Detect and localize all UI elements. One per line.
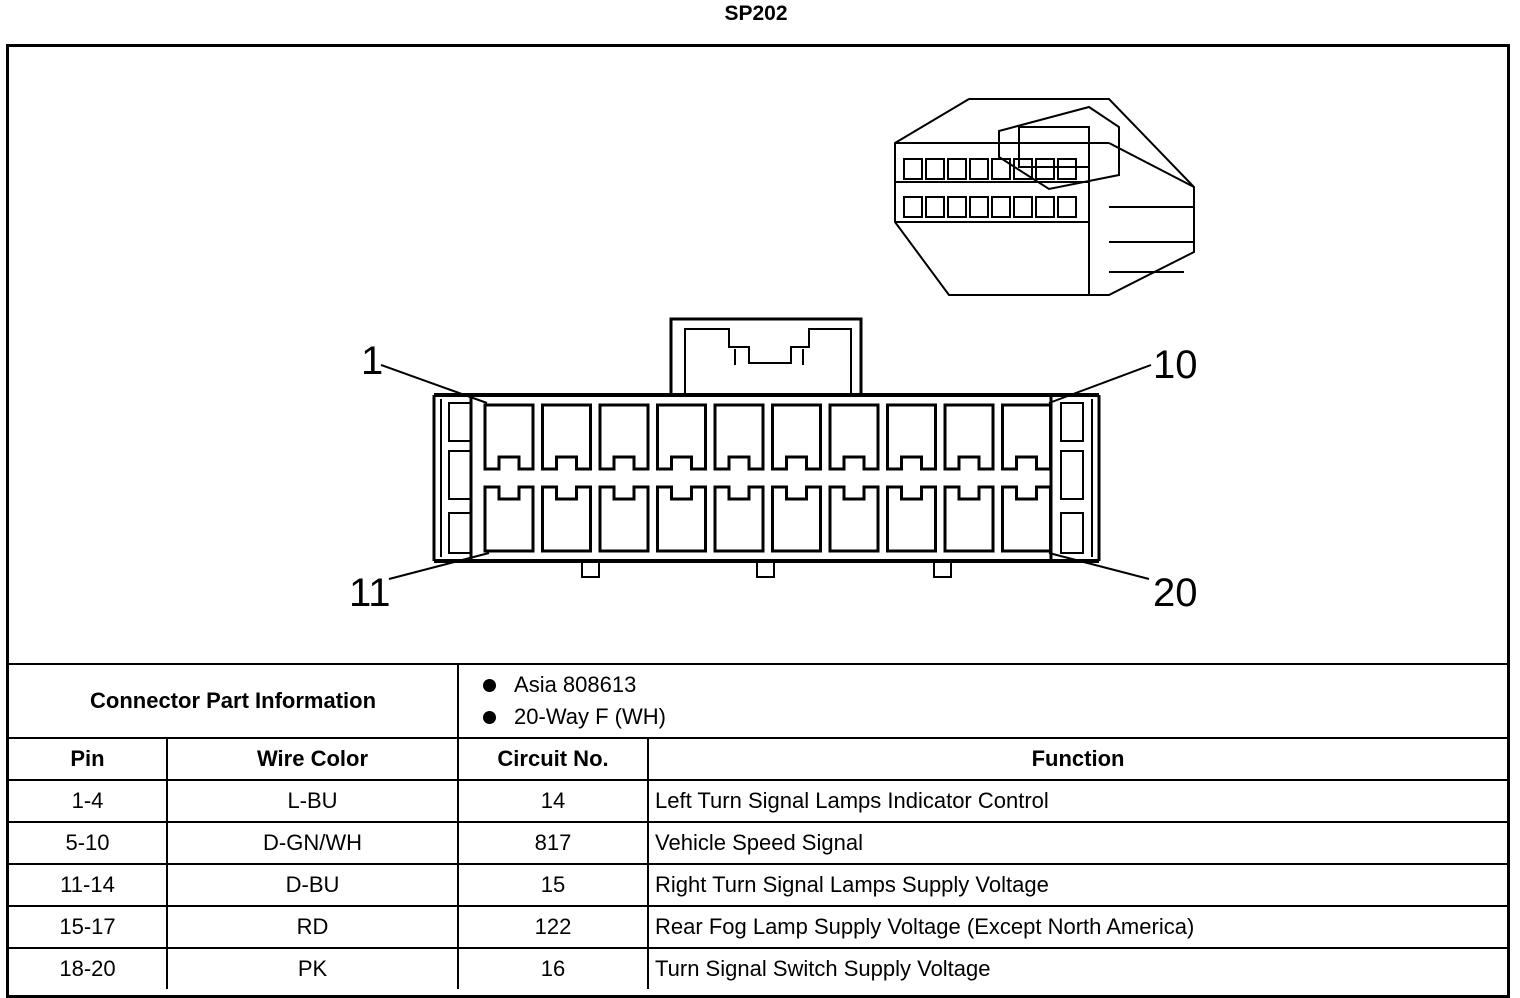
pin-cavity-bottom [886,485,937,553]
cell-pin: 18-20 [9,947,168,989]
pin-cavity-bottom [828,485,880,553]
connector-face [432,317,1101,578]
list-item: Asia 808613 [483,669,1507,701]
connector-type: 20-Way F (WH) [514,704,666,729]
table-row: 5-10 D-GN/WH 817 Vehicle Speed Signal [9,821,1508,865]
cell-pin: 15-17 [9,905,168,949]
cell-wire-color: D-GN/WH [165,821,460,865]
pin-cavity-top [713,403,765,471]
cell-pin: 11-14 [9,863,168,907]
connector-table: Connector Part Information Asia 808613 2… [9,663,1508,989]
table-row: 11-14 D-BU 15 Right Turn Signal Lamps Su… [9,863,1508,907]
pin-cavity-bottom [541,485,592,553]
pin-cavity-top [771,403,822,471]
cell-circuit: 15 [457,863,650,907]
column-header-function: Function [647,737,1508,781]
connector-part-info-row: Connector Part Information Asia 808613 2… [9,663,1508,739]
pin-cavity-bottom [1001,485,1052,553]
connector-frame: 1 10 11 20 Connector Part Information As… [6,44,1510,998]
cell-pin: 5-10 [9,821,168,865]
pin-cavity-bottom [713,485,765,553]
pin-cavity-top [598,403,650,471]
cell-function: Left Turn Signal Lamps Indicator Control [647,779,1508,823]
connector-figure: 1 10 11 20 [9,47,1507,663]
cell-wire-color: PK [165,947,460,989]
column-header-circuit: Circuit No. [457,737,650,781]
connector-part-info-label: Connector Part Information [9,663,460,739]
pin-cavity-top [541,403,592,471]
pin-cavity-bottom [598,485,650,553]
cell-function: Right Turn Signal Lamps Supply Voltage [647,863,1508,907]
pin-cavity-bottom [943,485,995,553]
pin-cavity-top [1001,403,1052,471]
pin-cavity-bottom [771,485,822,553]
part-number: Asia 808613 [514,672,637,697]
connector-3d-cavities [903,158,1077,218]
list-item: 20-Way F (WH) [483,701,1507,733]
table-row: 18-20 PK 16 Turn Signal Switch Supply Vo… [9,947,1508,989]
bullet-icon [483,678,497,692]
cell-wire-color: RD [165,905,460,949]
connector-3d-view [894,98,1195,296]
cell-function: Vehicle Speed Signal [647,821,1508,865]
connector-part-info-list: Asia 808613 20-Way F (WH) [457,663,1508,739]
connector-drawing [380,98,1195,580]
pin-label-20: 20 [1153,571,1198,615]
cell-circuit: 817 [457,821,650,865]
cell-wire-color: D-BU [165,863,460,907]
cell-circuit: 122 [457,905,650,949]
cell-function: Turn Signal Switch Supply Voltage [647,947,1508,989]
pin-cavity-bottom [483,485,535,553]
connector-cavities [483,403,1052,553]
cell-pin: 1-4 [9,779,168,823]
pin-cavity-bottom [656,485,707,553]
table-row: 15-17 RD 122 Rear Fog Lamp Supply Voltag… [9,905,1508,949]
pin-cavity-top [483,403,535,471]
column-header-wire-color: Wire Color [165,737,460,781]
cell-circuit: 16 [457,947,650,989]
cell-circuit: 14 [457,779,650,823]
pin-cavity-top [886,403,937,471]
pin-label-11: 11 [349,571,391,615]
table-header-row: Pin Wire Color Circuit No. Function [9,737,1508,781]
page-title: SP202 [724,2,788,25]
pin-cavity-top [828,403,880,471]
cell-function: Rear Fog Lamp Supply Voltage (Except Nor… [647,905,1508,949]
column-header-pin: Pin [9,737,168,781]
table-row: 1-4 L-BU 14 Left Turn Signal Lamps Indic… [9,779,1508,823]
cell-wire-color: L-BU [165,779,460,823]
pin-leader-lines [380,364,1152,580]
bullet-icon [483,710,497,724]
pin-label-1: 1 [361,339,384,383]
pin-cavity-top [656,403,707,471]
pin-cavity-top [943,403,995,471]
pin-label-10: 10 [1153,343,1198,387]
